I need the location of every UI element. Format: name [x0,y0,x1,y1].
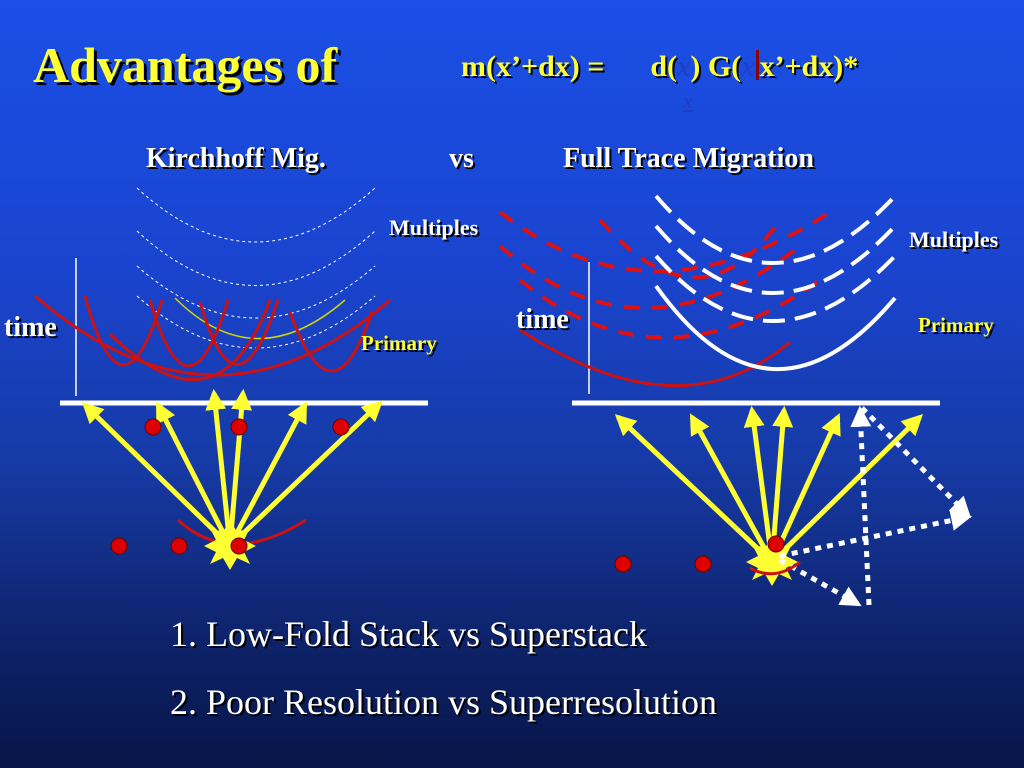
label-time-right: time [516,304,569,335]
multiple-curve [136,265,376,319]
dotted-ray-arrow [860,406,971,518]
point-dot [230,418,248,436]
ray-arrow [743,405,775,563]
heading-full-trace: Full Trace Migration [563,143,814,174]
formula-sum-index: x [683,88,693,113]
point-dot [614,555,632,573]
red-dashed-curve [598,218,782,280]
bullet-item: 1. Low-Fold Stack vs Superstack [170,614,647,654]
ray-arrow [228,400,384,548]
slide-title: Advantages of [33,37,338,93]
formula-d-open: d( [650,50,678,83]
red-hyperbola [198,299,280,366]
full-trace-red-dashed-curves [498,210,832,340]
dotted-ray-arrow [850,405,872,606]
ray-arrow [227,401,308,548]
heading-kirchhoff: Kirchhoff Mig. [146,143,326,174]
full-trace-panel [498,194,973,607]
full-trace-white-multiples [654,194,897,323]
multiple-curve [136,295,376,349]
full-trace-source-red-arc [749,560,801,576]
full-trace-dots [614,535,785,573]
multiple-curve [654,254,897,323]
ray-arrow [770,414,924,564]
point-dot [230,537,248,555]
full-trace-red-curve [519,328,791,388]
red-hyperbola [83,295,164,367]
kirchhoff-multiple-curves [136,187,376,349]
formula-x-var-2: x [741,50,755,83]
label-time-left: time [4,312,57,343]
red-hyperbola [148,299,230,368]
red-hyperbola [288,311,374,373]
ray-arrow [614,414,774,564]
formula-tail: x’+dx)* [759,50,859,83]
ray-arrow [769,413,841,564]
point-dot [332,418,350,436]
label-multiples-left: Multiples [389,215,479,240]
label-primary-left: Primary [361,331,437,355]
label-multiples-right: Multiples [909,227,999,252]
ray-arrow [81,402,232,548]
multiple-curve [136,187,376,243]
dotted-ray-arrow [779,510,973,559]
ray-arrow [205,388,233,547]
ray-arrow [227,388,253,547]
red-dashed-curve [498,244,802,310]
formula-conditional-bar [755,50,759,80]
full-trace-primary-curve [654,284,897,372]
ray-arrow [155,401,233,548]
formula-x-var: x [677,50,691,83]
point-dot [694,555,712,573]
bullet-item: 2. Poor Resolution vs Superresolution [170,682,717,722]
point-dot [144,418,162,436]
red-dashed-curve [498,210,832,273]
label-primary-right: Primary [918,313,994,337]
kirchhoff-ray-arrows [81,388,384,548]
formula-d-close: ) G( [690,50,742,83]
heading-vs: vs [449,143,474,174]
full-trace-multiple-ray-paths [778,405,973,607]
point-dot [110,537,128,555]
ray-arrow [689,413,775,564]
kirchhoff-dots [110,418,350,555]
point-dot [767,535,785,553]
kirchhoff-primary-thin [174,297,346,340]
formula-lhs: m(x’+dx) = [461,50,605,83]
multiple-curve [654,194,897,265]
multiple-curve [654,224,897,295]
point-dot [170,537,188,555]
multiple-curve [136,230,376,286]
kirchhoff-panel [34,187,428,570]
red-hyperbola [108,299,272,382]
